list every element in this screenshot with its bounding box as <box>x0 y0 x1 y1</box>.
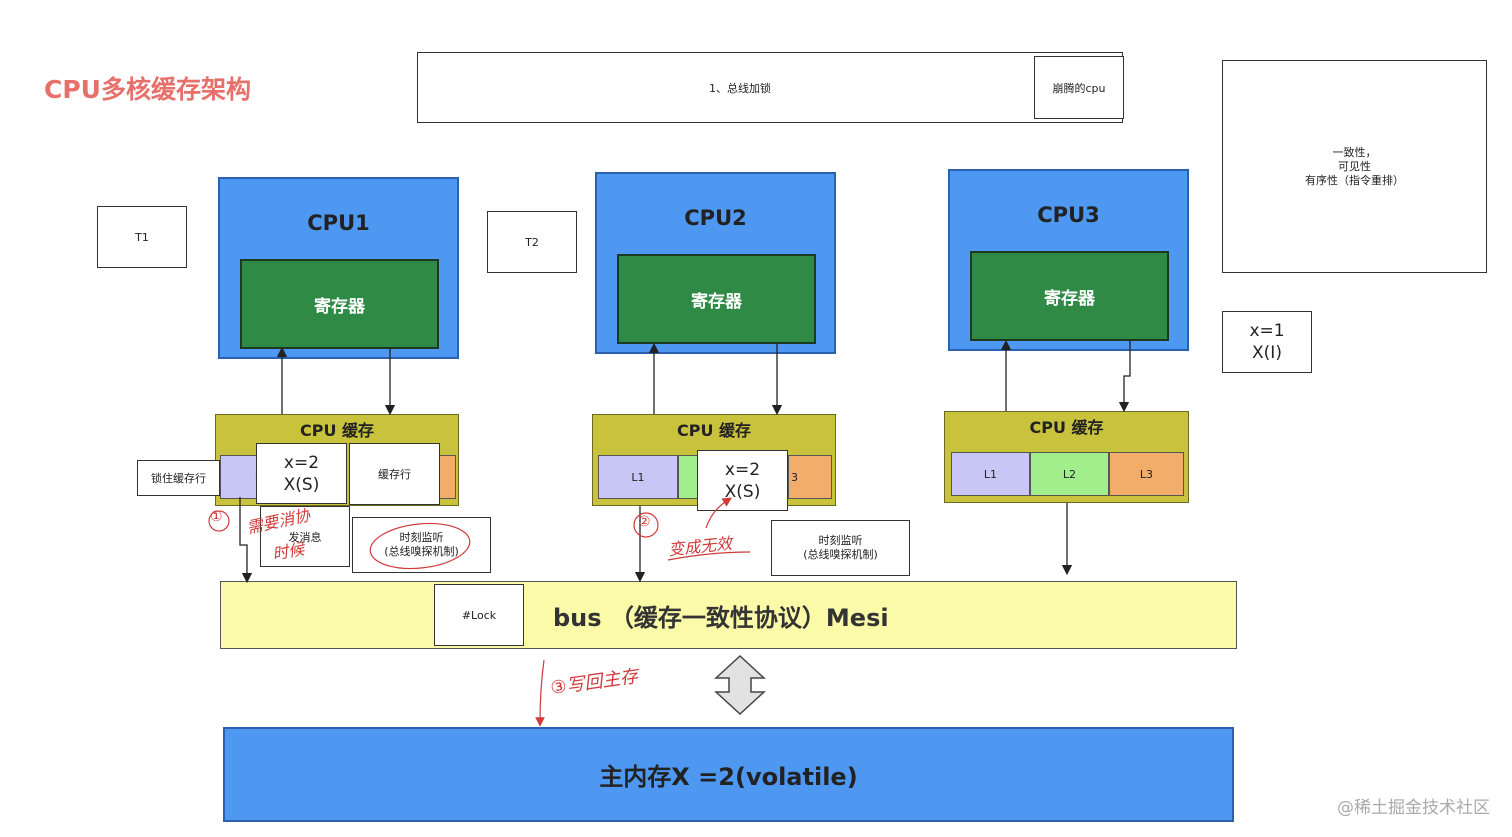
lock-cache-line-label: 锁住缓存行 <box>151 472 206 485</box>
lock-cache-line-box: 锁住缓存行 <box>137 460 220 496</box>
cpu1-cache-to-bus-arrow <box>239 497 253 584</box>
cpu2-cache-l1: L1 <box>598 455 678 499</box>
cpu3-cache-l2: L2 <box>1030 452 1109 496</box>
cpu1-block: CPU1 寄存器 <box>218 177 459 359</box>
cpu3-label: CPU3 <box>1037 203 1100 227</box>
cpu3-x-state: x=1 X(I) <box>1249 321 1285 363</box>
bus-memory-double-arrow <box>714 654 766 716</box>
cpu1-register: 寄存器 <box>240 259 439 349</box>
crashed-cpu-label: 崩腾的cpu <box>1052 81 1106 95</box>
lock-signal-label: #Lock <box>461 608 497 622</box>
step1-circle <box>208 510 230 532</box>
step2-circle <box>633 512 659 538</box>
cpu2-monitor-label: 时刻监听 (总线嗅探机制) <box>803 534 878 561</box>
cache-line-label: 缓存行 <box>378 468 411 481</box>
cache-line-box: 缓存行 <box>349 443 440 505</box>
cpu3-cache-l3: L3 <box>1109 452 1184 496</box>
cpu2-monitor-box: 时刻监听 (总线嗅探机制) <box>771 520 910 576</box>
properties-box: 一致性， 可见性 有序性（指令重排） <box>1222 60 1487 273</box>
lock-signal-box: #Lock <box>434 584 524 646</box>
bus-bar: bus （缓存一致性协议）Mesi <box>220 581 1237 649</box>
monitor-ink-ellipse <box>369 522 471 570</box>
cpu2-label: CPU2 <box>684 206 747 230</box>
cpu1-x-state: x=2 X(S) <box>283 452 320 495</box>
cpu3-cache-l1: L1 <box>951 452 1030 496</box>
cpu2-x-state: x=2 X(S) <box>724 459 761 502</box>
bus-lock-label: 1、总线加锁 <box>709 81 771 95</box>
send-message-box: 发消息 <box>260 506 350 567</box>
cpu1-label: CPU1 <box>307 211 370 235</box>
cpu3-x-state-box: x=1 X(I) <box>1222 311 1312 373</box>
cpu3-cache: CPU 缓存 L1 L2 L3 <box>944 411 1189 503</box>
cpu1-cache-label: CPU 缓存 <box>299 421 375 440</box>
bus-label: bus （缓存一致性协议）Mesi <box>553 604 889 632</box>
diagram-title: CPU多核缓存架构 <box>44 75 251 104</box>
main-memory: 主内存X =2(volatile) <box>223 727 1234 822</box>
watermark: @稀土掘金技术社区 <box>1337 798 1490 818</box>
step3-ink-arrow <box>535 659 545 727</box>
cpu2-cache-label: CPU 缓存 <box>676 421 752 440</box>
cpu2-cache-l3: 3 <box>788 455 832 499</box>
step2-ink-underline <box>667 551 751 561</box>
thread-t1-label: T1 <box>135 230 149 244</box>
cpu1-monitor-box: 时刻监听 (总线嗅探机制) <box>352 517 491 573</box>
cpu2-block: CPU2 寄存器 <box>595 172 836 354</box>
crashed-cpu-box: 崩腾的cpu <box>1034 56 1124 119</box>
properties-text: 一致性， 可见性 有序性（指令重排） <box>1305 145 1404 187</box>
bus-lock-box: 1、总线加锁 <box>417 52 1123 123</box>
cpu2-register: 寄存器 <box>617 254 816 344</box>
cpu3-cache-label: CPU 缓存 <box>1029 418 1104 437</box>
cpu3-register: 寄存器 <box>970 251 1169 341</box>
thread-t2-label: T2 <box>525 235 539 249</box>
cpu1-x-state-box: x=2 X(S) <box>256 443 347 504</box>
thread-t2-box: T2 <box>487 211 577 273</box>
step2-number: ② <box>638 514 651 530</box>
cpu3-block: CPU3 寄存器 <box>948 169 1189 351</box>
cpu2-x-state-box: x=2 X(S) <box>697 450 788 511</box>
send-message-label: 发消息 <box>288 530 322 544</box>
cpu1-monitor-label: 时刻监听 (总线嗅探机制) <box>384 531 459 558</box>
thread-t1-box: T1 <box>97 206 187 268</box>
step2-ink-arrow <box>705 497 733 529</box>
cpu3-register-to-cache-arrow <box>1118 340 1131 413</box>
step1-number: ① <box>210 509 223 525</box>
